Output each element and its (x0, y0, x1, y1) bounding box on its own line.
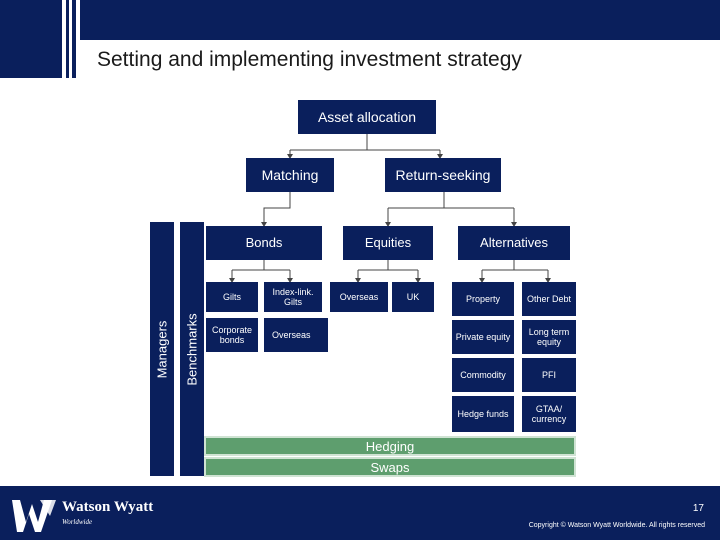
managers-label: Managers (154, 320, 170, 378)
title-background (80, 40, 720, 78)
property-box: Property (452, 282, 514, 316)
logo-subtitle: Worldwide (62, 518, 93, 526)
matching-box: Matching (246, 158, 334, 192)
bonds-overseas-box: Overseas (264, 318, 328, 352)
swaps-bar: Swaps (204, 457, 576, 477)
header-stripe (66, 0, 69, 78)
benchmarks-label: Benchmarks (184, 312, 200, 386)
gilts-box: Gilts (206, 282, 258, 312)
hedge-funds-box: Hedge funds (452, 396, 514, 432)
footer (0, 486, 720, 540)
commodity-box: Commodity (452, 358, 514, 392)
pfi-box: PFI (522, 358, 576, 392)
copyright-notice: Copyright © Watson Wyatt Worldwide. All … (528, 522, 705, 529)
header-band (0, 0, 62, 78)
other-debt-box: Other Debt (522, 282, 576, 316)
long-term-equity-box: Long term equity (522, 320, 576, 354)
equities-uk-box: UK (392, 282, 434, 312)
private-equity-box: Private equity (452, 320, 514, 354)
alternatives-box: Alternatives (458, 226, 570, 260)
equities-box: Equities (343, 226, 433, 260)
asset-allocation-box: Asset allocation (298, 100, 436, 134)
managers-bar: Managers (150, 222, 174, 476)
header-stripe (72, 0, 76, 78)
benchmarks-bar: Benchmarks (180, 222, 204, 476)
corporate-bonds-box: Corporate bonds (206, 318, 258, 352)
bonds-box: Bonds (206, 226, 322, 260)
return-seeking-box: Return-seeking (385, 158, 501, 192)
index-linked-gilts-box: Index-link. Gilts (264, 282, 322, 312)
gtaa-currency-box: GTAA/ currency (522, 396, 576, 432)
page-number: 17 (692, 503, 704, 514)
watson-wyatt-logo-icon (12, 500, 56, 532)
logo-name: Watson Wyatt (62, 499, 154, 515)
equities-overseas-box: Overseas (330, 282, 388, 312)
page-title: Setting and implementing investment stra… (97, 48, 522, 71)
hedging-bar: Hedging (204, 436, 576, 456)
